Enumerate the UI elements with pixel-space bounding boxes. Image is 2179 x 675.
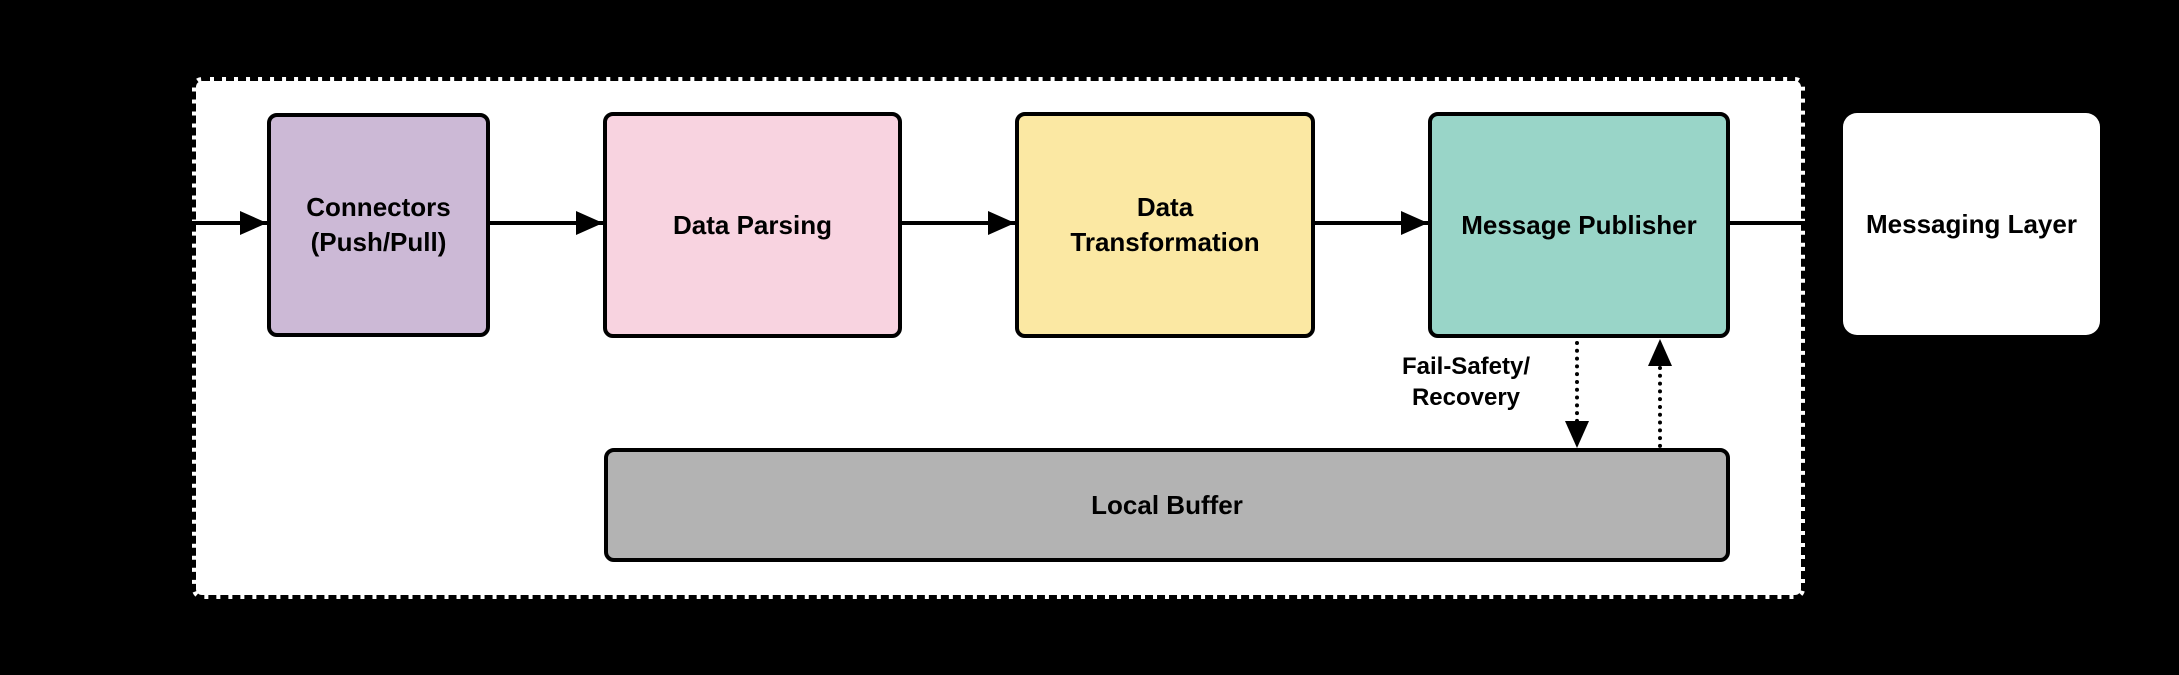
node-messaging-layer: Messaging Layer xyxy=(1843,113,2100,335)
node-connectors-label: Connectors (Push/Pull) xyxy=(306,192,451,257)
node-message-publisher: Message Publisher xyxy=(1428,112,1730,338)
node-data-parsing: Data Parsing xyxy=(603,112,902,338)
flow-arrow-input xyxy=(192,221,267,225)
node-data-transformation: Data Transformation xyxy=(1015,112,1315,338)
node-connectors: Connectors (Push/Pull) xyxy=(267,113,490,337)
node-local-buffer-label: Local Buffer xyxy=(1091,489,1243,520)
arrowhead-up-icon xyxy=(1648,339,1672,366)
node-local-buffer: Local Buffer xyxy=(604,448,1730,562)
flow-arrow-connectors-to-parsing xyxy=(490,221,603,225)
fail-safety-recovery-label: Fail-Safety/ Recovery xyxy=(1401,353,1531,411)
dotted-arrow-publisher-to-buffer xyxy=(1575,341,1579,423)
arrowhead-down-icon xyxy=(1565,421,1589,448)
node-data-transformation-label: Data Transformation xyxy=(1070,192,1260,257)
node-data-parsing-label: Data Parsing xyxy=(673,209,832,240)
flow-arrow-parsing-to-transformation xyxy=(902,221,1015,225)
node-message-publisher-label: Message Publisher xyxy=(1461,209,1697,240)
flow-arrow-transformation-to-publisher xyxy=(1315,221,1428,225)
flow-line-publisher-to-messaging-layer xyxy=(1730,221,1805,225)
dotted-arrow-buffer-to-publisher xyxy=(1658,366,1662,448)
node-messaging-layer-label: Messaging Layer xyxy=(1866,208,2077,239)
